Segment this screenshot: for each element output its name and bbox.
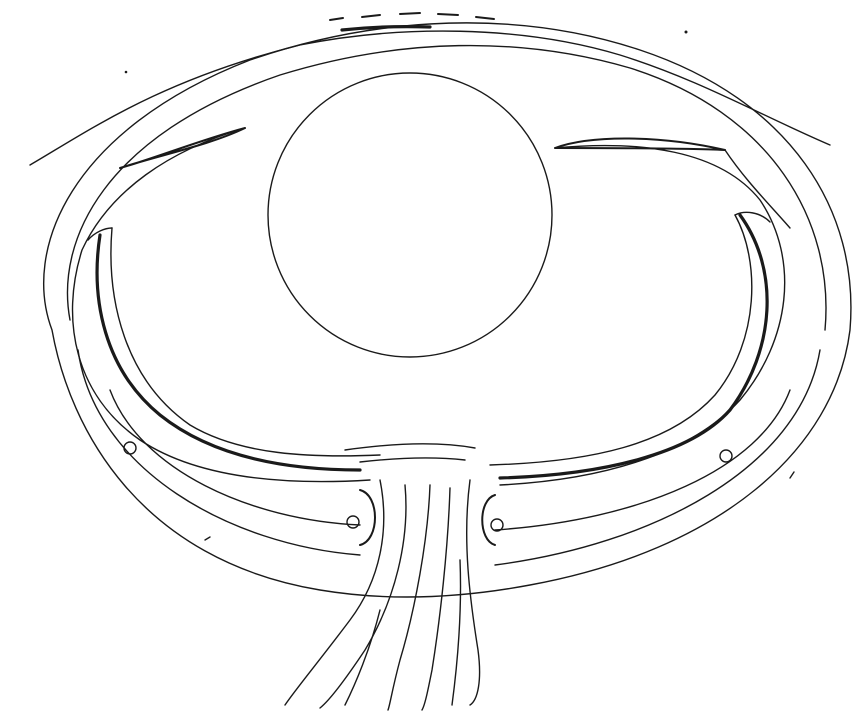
stalk-fiber-4	[452, 560, 461, 705]
left-lower-lobe-hook	[360, 490, 375, 545]
stalk-top-cap-2	[360, 458, 465, 462]
dorsal-dash-1	[330, 18, 343, 20]
right-cavity-heavy-line	[500, 215, 767, 478]
speck-2	[685, 31, 688, 34]
stalk-fiber-3	[422, 488, 450, 710]
right-upper-flap	[555, 138, 725, 150]
speck-4	[790, 472, 794, 478]
left-upper-flap	[120, 128, 245, 168]
outer-body-wall-inner-contour	[67, 46, 826, 330]
outer-body-wall	[44, 23, 851, 597]
stalk-fiber-5	[345, 610, 380, 705]
left-lower-lobe-inner	[110, 390, 360, 525]
speck-1	[125, 71, 128, 74]
left-lower-lobe-outer	[78, 350, 360, 555]
speck-3	[205, 537, 210, 540]
left-cavity-inner	[111, 228, 380, 456]
stalk-top-cap	[345, 444, 475, 450]
right-lower-lobe-outer	[495, 350, 820, 565]
dorsal-dash-2	[362, 15, 380, 17]
dorsal-pigment-patch	[342, 27, 430, 30]
dorsal-dash-5	[476, 17, 494, 19]
left-cavity-outer	[73, 128, 370, 482]
dorsal-skin-fold	[30, 31, 830, 165]
right-diagonal-fold	[725, 150, 790, 228]
central-circular-organ	[268, 73, 552, 357]
pore-left-upper	[124, 442, 136, 454]
dorsal-dash-4	[438, 14, 458, 15]
right-cavity-outer	[500, 146, 785, 485]
pore-right-upper	[720, 450, 732, 462]
pore-left-lower	[347, 516, 359, 528]
dorsal-dash-3	[400, 13, 420, 14]
